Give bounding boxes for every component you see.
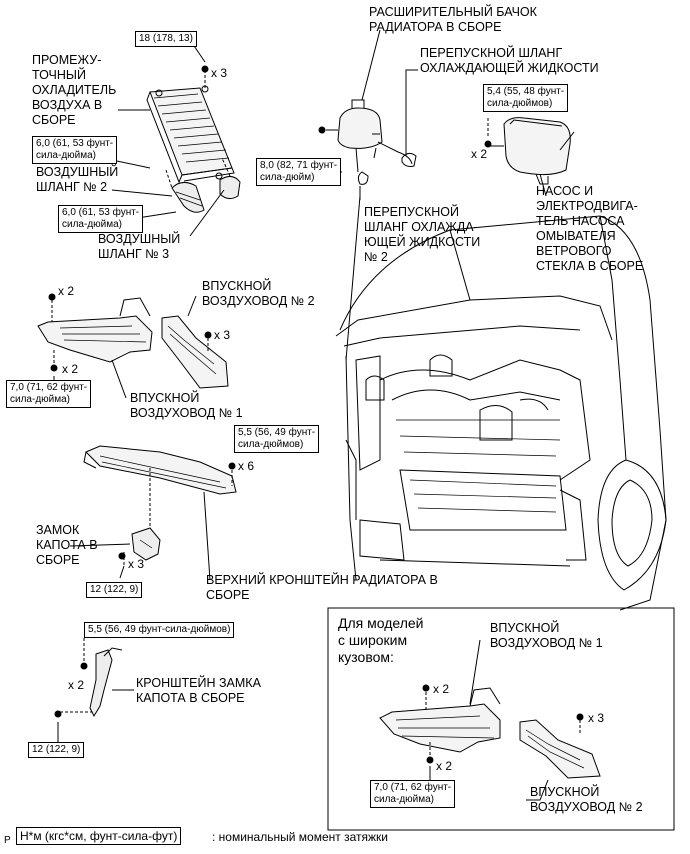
label-bypass-hose-2: ПЕРЕПУСКНОЙ ШЛАНГ ОХЛАЖДА- ЮЩЕЙ ЖИДКОСТИ… [364, 205, 481, 264]
reservoir-tank-drawing [318, 29, 418, 200]
label-bypass-hose-1: ПЕРЕПУСКНОЙ ШЛАНГ ОХЛАЖДАЮЩЕЙ ЖИДКОСТИ [420, 46, 599, 75]
torque-value-hose2: 6,0 (61, 53 фунт- сила-дюйма) [32, 136, 118, 164]
label-intercooler: ПРОМЕЖУ- ТОЧНЫЙ ОХЛАДИТЕЛЬ ВОЗДУХА В СБО… [32, 53, 117, 127]
hood-lock-bracket-drawing [54, 638, 134, 742]
qty-duct1-bottom: x 2 [62, 362, 79, 376]
hood-lock-drawing [69, 527, 161, 579]
label-radiator-support: ВЕРХНИЙ КРОНШТЕЙН РАДИАТОРА В СБОРЕ [206, 573, 438, 602]
torque-value-bracket: 5,5 (56, 49 фунт-сила-дюймов) [84, 622, 235, 638]
torque-value-hood-lock: 12 (122, 9) [86, 582, 143, 598]
radiator-support-drawing [83, 445, 237, 581]
qty-intercooler-bolts: x 3 [211, 66, 228, 80]
torque-value-hose3: 6,0 (61, 53 фунт- сила-дюйма) [58, 205, 144, 233]
air-intake-no2-drawing [161, 295, 229, 389]
torque-value-duct1: 7,0 (71, 62 фунт- сила-дюйма) [6, 380, 92, 408]
inset-air-intake-no2-drawing [519, 713, 601, 801]
qty-duct2: x 3 [214, 328, 231, 342]
torque-value-support: 5,5 (56, 49 фунт- сила-дюймов) [234, 425, 320, 453]
air-hose-drawing [165, 157, 241, 213]
torque-value-inset-duct1: 7,0 (71, 62 фунт- сила-дюйма) [370, 780, 456, 808]
wide-body-inset-frame [327, 607, 675, 831]
label-hood-lock-bracket: КРОНШТЕЙН ЗАМКА КАПОТА В СБОРЕ [136, 676, 261, 705]
qty-hood-lock: x 3 [128, 557, 145, 571]
label-air-intake-2: ВПУСКНОЙ ВОЗДУХОВОД № 2 [202, 279, 315, 308]
qty-bracket: x 2 [68, 678, 85, 692]
torque-value-washer: 5,4 (55, 48 фунт- сила-дюймов) [483, 84, 569, 112]
corner-letter: P [4, 835, 11, 846]
qty-duct1-top: x 2 [58, 284, 75, 298]
label-hood-lock: ЗАМОК КАПОТА В СБОРЕ [36, 523, 98, 567]
legend-description: : номинальный момент затяжки [212, 830, 388, 844]
vehicle-front-drawing [335, 195, 667, 611]
label-wide-body-models: Для моделей с широким кузовом: [338, 615, 424, 665]
washer-pump-drawing [484, 117, 575, 197]
inset-air-intake-no1-drawing [379, 639, 501, 780]
label-reservoir-tank: РАСШИРИТЕЛЬНЫЙ БАЧОК РАДИАТОРА В СБОРЕ [369, 5, 537, 34]
air-intake-no1-drawing [37, 293, 153, 399]
intercooler-drawing [146, 65, 235, 184]
qty-inset-duct2: x 3 [588, 711, 605, 725]
label-air-hose-3: ВОЗДУШНЫЙ ШЛАНГ № 3 [98, 232, 181, 261]
qty-inset-duct1-bottom: x 2 [436, 759, 453, 773]
label-air-hose-2: ВОЗДУШНЫЙ ШЛАНГ № 2 [36, 165, 119, 194]
qty-inset-duct1-top: x 2 [433, 682, 450, 696]
label-washer-pump: НАСОС И ЭЛЕКТРОДВИГА- ТЕЛЬ НАСОСА ОМЫВАТ… [536, 184, 644, 273]
qty-support-bolts: x 6 [238, 459, 255, 473]
legend-unit-box: Н*м (кгс*см, фунт-сила-фут) [16, 827, 182, 845]
torque-value-reservoir: 8,0 (82, 71 фунт- сила-дюйм) [256, 158, 342, 186]
torque-value-intercooler: 18 (178, 13) [135, 31, 197, 47]
label-inset-air-intake-2: ВПУСКНОЙ ВОЗДУХОВОД № 2 [530, 785, 643, 814]
torque-value-bracket-lower: 12 (122, 9) [28, 742, 85, 758]
label-air-intake-1: ВПУСКНОЙ ВОЗДУХОВОД № 1 [130, 391, 243, 420]
label-inset-air-intake-1: ВПУСКНОЙ ВОЗДУХОВОД № 1 [490, 621, 603, 650]
qty-washer-bolts: x 2 [471, 147, 488, 161]
